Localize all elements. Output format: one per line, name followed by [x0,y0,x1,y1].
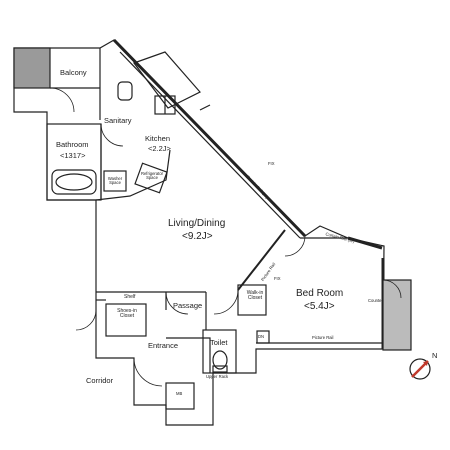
label-shoes-in-closet: Shoes-in Closet [117,308,137,320]
label-upper-rack: Upper Rack [206,374,229,379]
label-toilet: Toilet [210,338,228,347]
toilet-room [202,329,237,374]
label-picture-rail: Picture Rail [312,335,334,340]
label-balcony: Balcony [60,68,87,77]
label-bathroom: Bathroom [56,140,89,149]
label-kitchen-size: <2.2J> [148,144,171,153]
compass-north-label: N [432,351,438,360]
label-refrigerator-space: Refrigerator Space [140,171,164,181]
label-counter: Counter [368,298,383,303]
north-compass-icon [409,358,431,380]
label-bed-room-size: <5.4J> [304,301,335,312]
sanitary-sink [117,81,133,101]
shoes-closet-box [105,303,147,337]
label-kitchen: Kitchen [145,134,171,143]
label-bathroom-size: <1317> [60,151,86,160]
label-passage: Passage [173,301,203,310]
label-living-dining: Living/Dining [168,218,226,229]
walk-in-closet-box [237,284,267,316]
label-dn: DN [258,334,265,339]
dn-box [256,330,270,344]
label-entrance: Entrance [148,341,179,350]
label-walk-in-closet: Walk-in Closet [246,290,264,302]
bedroom-counter-box [382,279,412,351]
mb-box [165,382,195,410]
bathtub [51,169,97,195]
washer-space-box [103,170,127,192]
label-shelf: Shelf [124,294,136,300]
label-bed-room: Bed Room [296,288,344,299]
balcony-area [13,47,51,89]
bathroom-area [46,123,102,201]
label-living-dining-size: <9.2J> [182,231,213,242]
label-sanitary: Sanitary [104,116,132,125]
label-mb: MB [176,391,183,396]
label-corridor: Corridor [86,376,114,385]
label-fix: FIX [268,161,275,166]
label-fix-2: FIX [274,276,281,281]
label-washer-space: Washer Space [107,176,123,186]
